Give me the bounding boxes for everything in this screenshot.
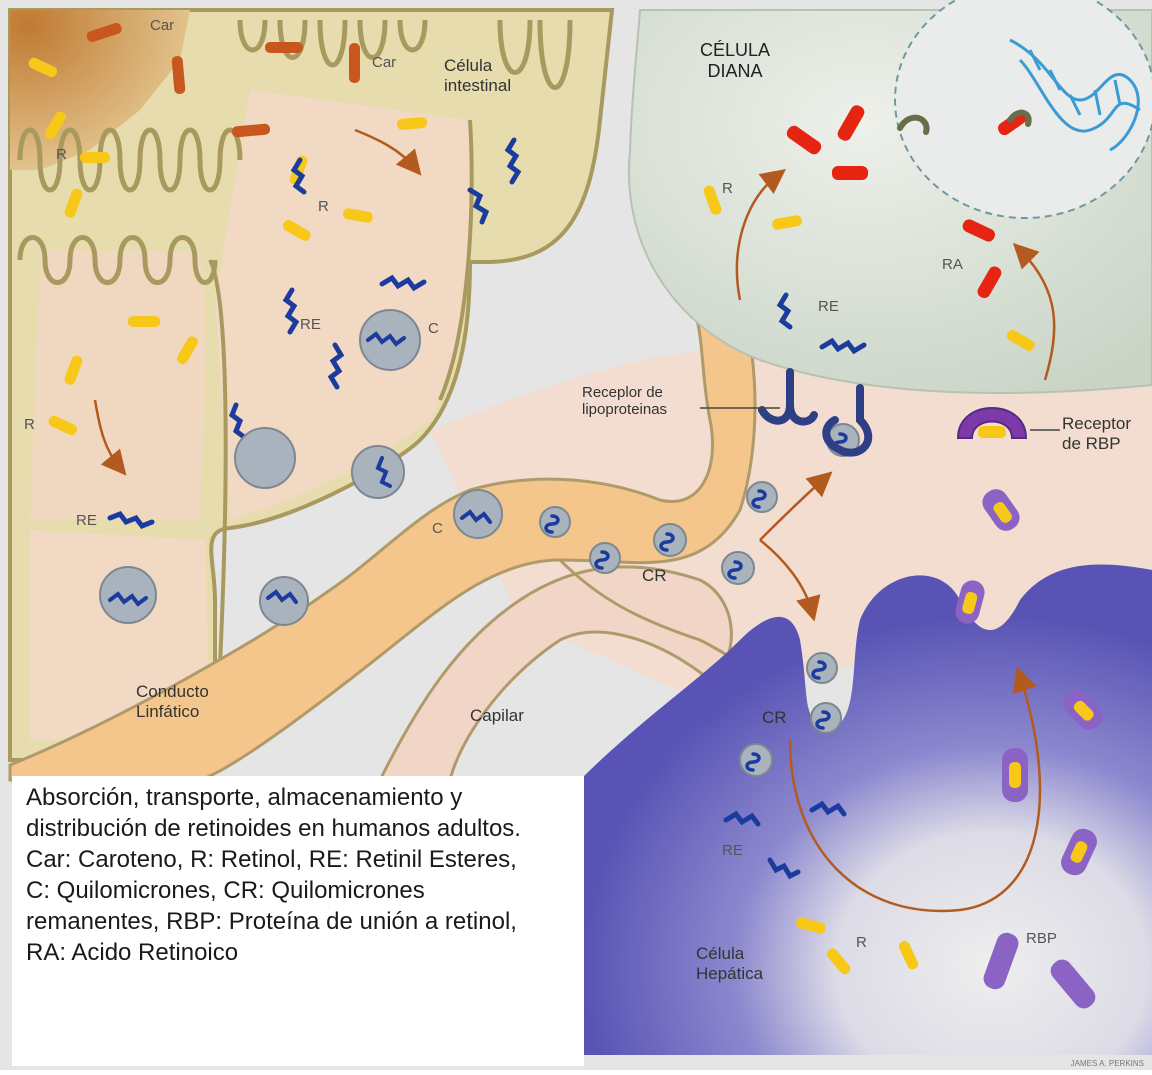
caption-line-2: distribución de retinoides en humanos ad… [26,813,574,844]
label-intestinal-cell-line1: Célula [444,56,511,76]
label-r-target: R [722,180,733,197]
label-car-1: Car [150,17,174,34]
label-lymph-duct-line1: Conducto [136,682,209,702]
label-r-left: R [24,416,35,433]
label-rbp-receptor-line1: Receptor [1062,414,1131,434]
caption-line-6: RA: Acido Retinoico [26,937,574,968]
label-liver-cell: Célula Hepática [696,944,763,983]
label-rbp-liver: RBP [1026,930,1057,947]
label-rbp-receptor-line2: de RBP [1062,434,1131,454]
label-car-2: Car [372,54,396,71]
label-r-upper: R [56,146,67,163]
label-lymph-duct-line2: Linfático [136,702,209,722]
label-re-liver: RE [722,842,743,859]
label-lymph-duct: Conducto Linfático [136,682,209,721]
caption-line-1: Absorción, transporte, almacenamiento y [26,782,574,813]
label-target-cell: CÉLULA DIANA [700,40,770,81]
label-lipoprotein-receptor-line2: lipoproteinas [582,401,667,418]
caption-line-5: remanentes, RBP: Proteína de unión a ret… [26,906,574,937]
label-rbp-receptor: Receptor de RBP [1062,414,1131,453]
caption-line-3: Car: Caroteno, R: Retinol, RE: Retinil E… [26,844,574,875]
label-re-cell: RE [300,316,321,333]
label-liver-cell-line2: Hepática [696,964,763,984]
label-re-left: RE [76,512,97,529]
caption-line-4: C: Quilomicrones, CR: Quilomicrones [26,875,574,906]
label-capillary: Capilar [470,706,524,726]
label-r-mid: R [318,198,329,215]
artist-credit: JAMES A. PERKINS [1071,1059,1144,1068]
label-c-cell: C [428,320,439,337]
label-cr-liver: CR [762,708,787,728]
label-cr-center: CR [642,566,667,586]
label-lipoprotein-receptor: Receplor de lipoproteinas [582,384,667,419]
label-intestinal-cell: Célula intestinal [444,56,511,95]
label-intestinal-cell-line2: intestinal [444,76,511,96]
label-ra-target: RA [942,256,963,273]
label-r-liver: R [856,934,867,951]
label-liver-cell-line1: Célula [696,944,763,964]
label-target-cell-line1: CÉLULA [700,40,770,61]
label-lipoprotein-receptor-line1: Receplor de [582,384,667,401]
label-re-target: RE [818,298,839,315]
label-target-cell-line2: DIANA [700,61,770,82]
figure-caption: Absorción, transporte, almacenamiento y … [12,776,584,1066]
label-c-lymph: C [432,520,443,537]
